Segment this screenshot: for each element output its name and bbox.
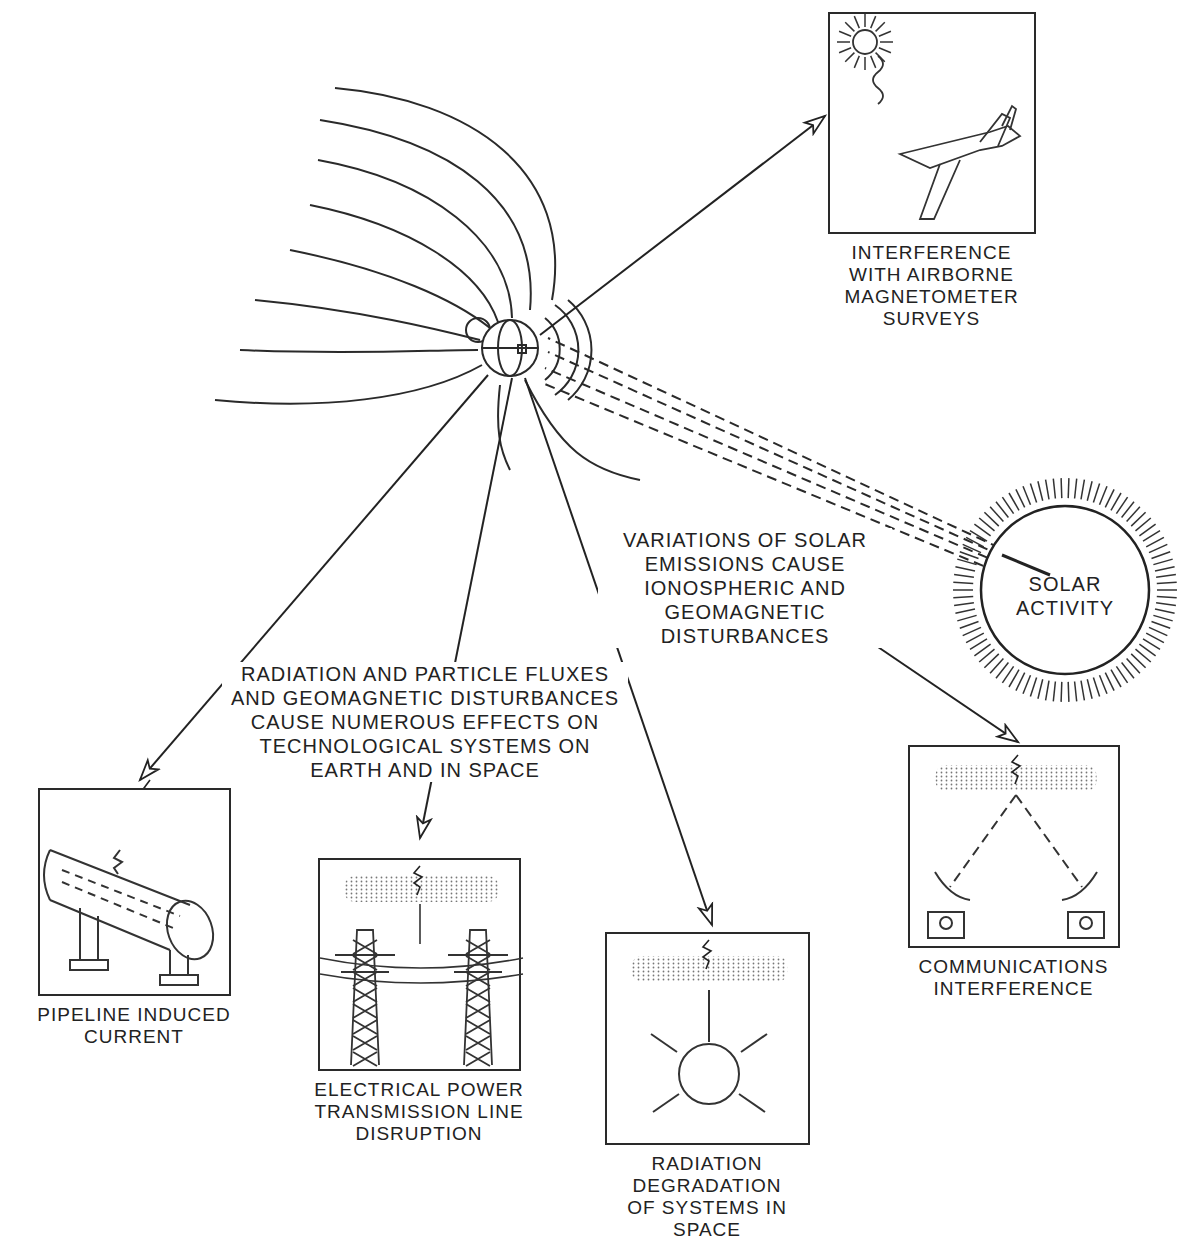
effects-note: RADIATION AND PARTICLE FLUXES AND GEOMAG… bbox=[222, 662, 628, 782]
panel-caption: RADIATION DEGRADATION OF SYSTEMS IN SPAC… bbox=[625, 1153, 790, 1241]
magnetic-field-lines bbox=[215, 88, 640, 480]
airborne-survey-panel: INTERFERENCE WITH AIRBORNE MAGNETOMETER … bbox=[828, 12, 1036, 234]
space-radiation-panel: RADIATION DEGRADATION OF SYSTEMS IN SPAC… bbox=[605, 932, 810, 1145]
effect-arrows bbox=[140, 116, 1018, 925]
panel-caption: PIPELINE INDUCED CURRENT bbox=[14, 1004, 254, 1048]
power-line-panel: ELECTRICAL POWER TRANSMISSION LINE DISRU… bbox=[318, 858, 521, 1071]
communications-panel: COMMUNICATIONS INTERFERENCE bbox=[908, 745, 1120, 948]
panel-caption: ELECTRICAL POWER TRANSMISSION LINE DISRU… bbox=[289, 1079, 549, 1145]
panel-illustration bbox=[320, 860, 523, 1073]
panel-illustration bbox=[910, 747, 1122, 950]
panel-illustration bbox=[830, 14, 1038, 236]
panel-caption: COMMUNICATIONS INTERFERENCE bbox=[889, 956, 1139, 1000]
panel-illustration bbox=[607, 934, 812, 1147]
pipeline-panel: PIPELINE INDUCED CURRENT bbox=[38, 788, 231, 996]
panel-caption: INTERFERENCE WITH AIRBORNE MAGNETOMETER … bbox=[827, 242, 1037, 330]
panel-illustration bbox=[40, 790, 233, 998]
sun-circle: SOLAR ACTIVITY bbox=[950, 475, 1180, 705]
solar-emission-note: VARIATIONS OF SOLAR EMISSIONS CAUSE IONO… bbox=[598, 528, 892, 648]
sun-label: SOLAR ACTIVITY bbox=[1005, 572, 1125, 620]
